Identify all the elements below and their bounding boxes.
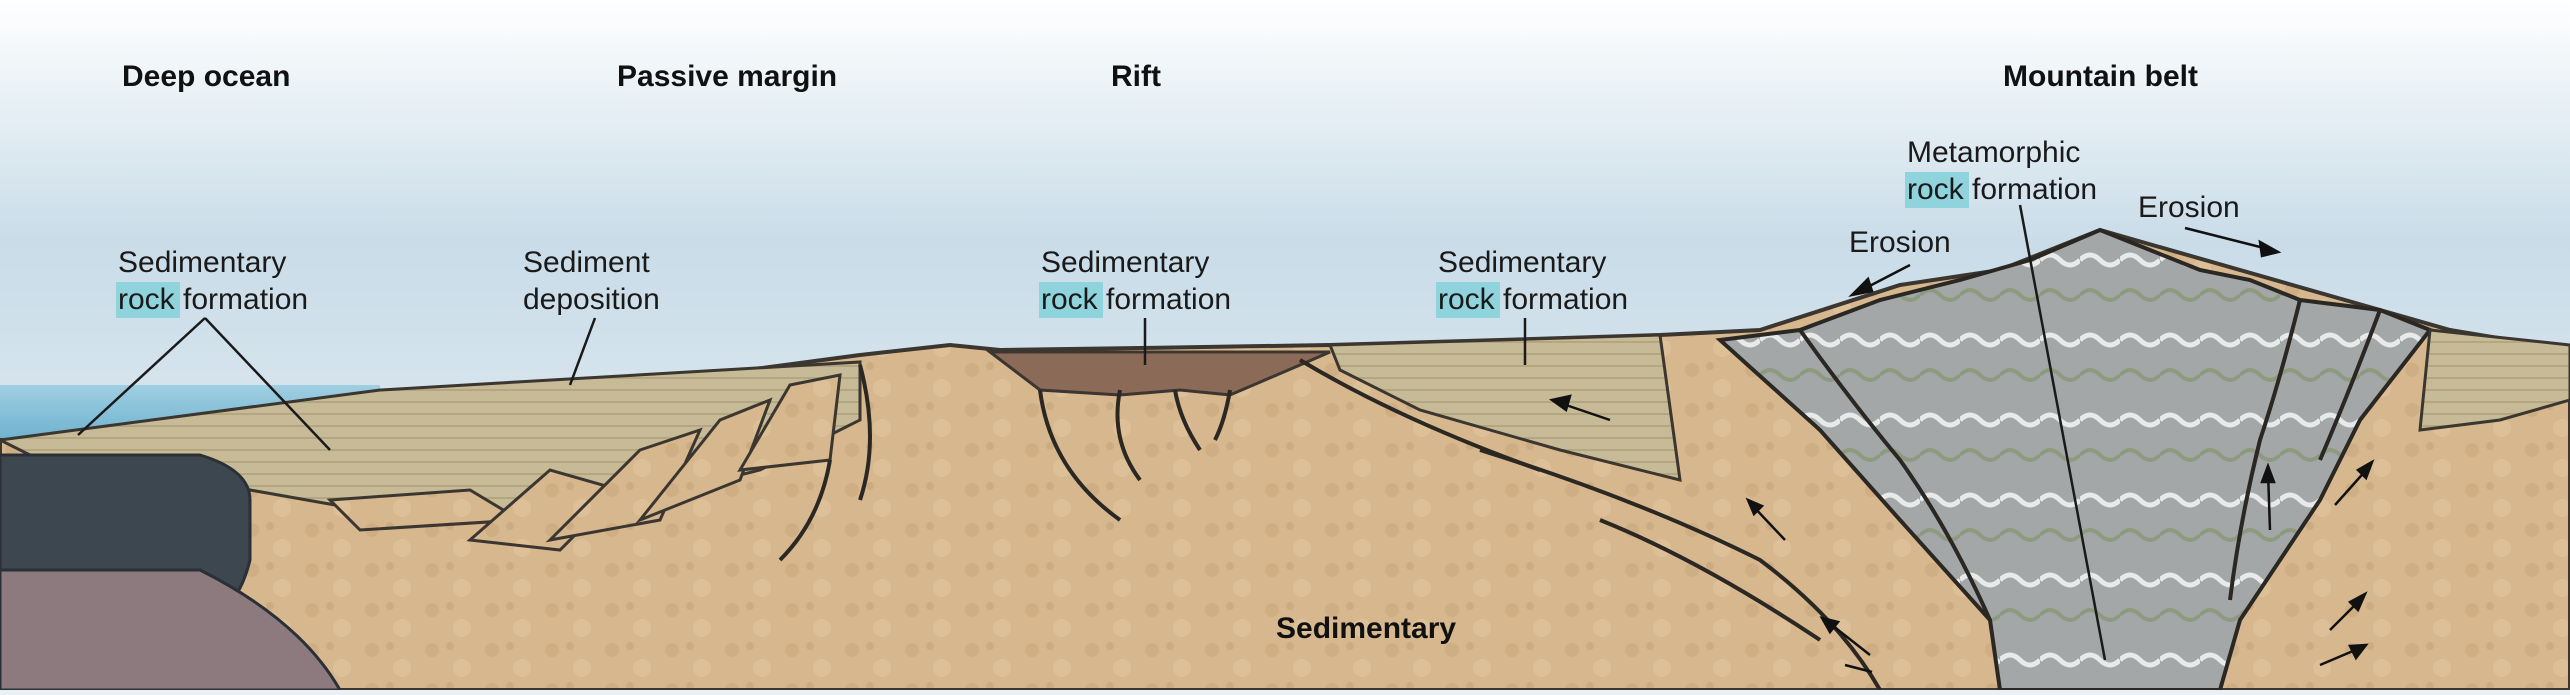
heading-rift: Rift <box>1111 60 1161 93</box>
motion-arrows <box>1548 226 2375 674</box>
label-highlight: rock <box>1907 173 1965 206</box>
fault-blocks <box>326 373 842 552</box>
highlight-box <box>1436 282 1500 318</box>
label-rest: formation <box>1495 283 1628 316</box>
label-erosion-left: Erosion <box>1849 226 1951 259</box>
label-line1: Metamorphic <box>1907 136 2080 169</box>
label-line2: rock formation <box>1041 283 1231 316</box>
heading-deep-ocean: Deep ocean <box>122 60 290 93</box>
label-sedimentary-bottom: Sedimentary <box>1276 612 1456 645</box>
label-line1: Sedimentary <box>1041 246 1209 279</box>
highlight-box <box>1905 172 1969 208</box>
mantle <box>0 568 343 692</box>
label-highlight: rock <box>118 283 176 316</box>
highlight-box <box>116 282 180 318</box>
rift-faults <box>778 358 1882 691</box>
mountain-flank-sediments <box>2418 328 2570 432</box>
label-metamorphic-rock: Metamorphic rock formation <box>1905 136 2097 208</box>
label-highlight: rock <box>1041 283 1099 316</box>
label-line1: Sedimentary <box>1438 246 1606 279</box>
label-line1: Sedimentary <box>118 246 286 279</box>
label-sedimentary-rock-1: Sedimentary rock formation <box>116 246 308 318</box>
label-line2: rock formation <box>1438 283 1628 316</box>
leader-lines <box>77 204 2107 661</box>
highlight-box <box>1039 282 1103 318</box>
label-line2: rock formation <box>1907 173 2097 206</box>
metamorphic-core <box>1715 227 2434 692</box>
label-rest: formation <box>1964 173 2097 206</box>
basin-sediments <box>1327 333 1682 482</box>
label-sediment-deposition: Sediment deposition <box>523 246 660 316</box>
label-line2: deposition <box>523 283 660 316</box>
label-erosion-right: Erosion <box>2138 191 2240 224</box>
label-highlight: rock <box>1438 283 1496 316</box>
rift-basin-fill <box>985 350 1331 397</box>
label-sedimentary-rock-2: Sedimentary rock formation <box>1039 246 1231 318</box>
label-rest: formation <box>175 283 308 316</box>
label-line1: Sediment <box>523 246 650 279</box>
heading-passive-margin: Passive margin <box>617 60 837 93</box>
heading-mountain-belt: Mountain belt <box>2003 60 2198 93</box>
metamorphic-folds <box>1798 299 2382 621</box>
label-line2: rock formation <box>118 283 308 316</box>
label-sedimentary-rock-3: Sedimentary rock formation <box>1436 246 1628 318</box>
label-rest: formation <box>1098 283 1231 316</box>
